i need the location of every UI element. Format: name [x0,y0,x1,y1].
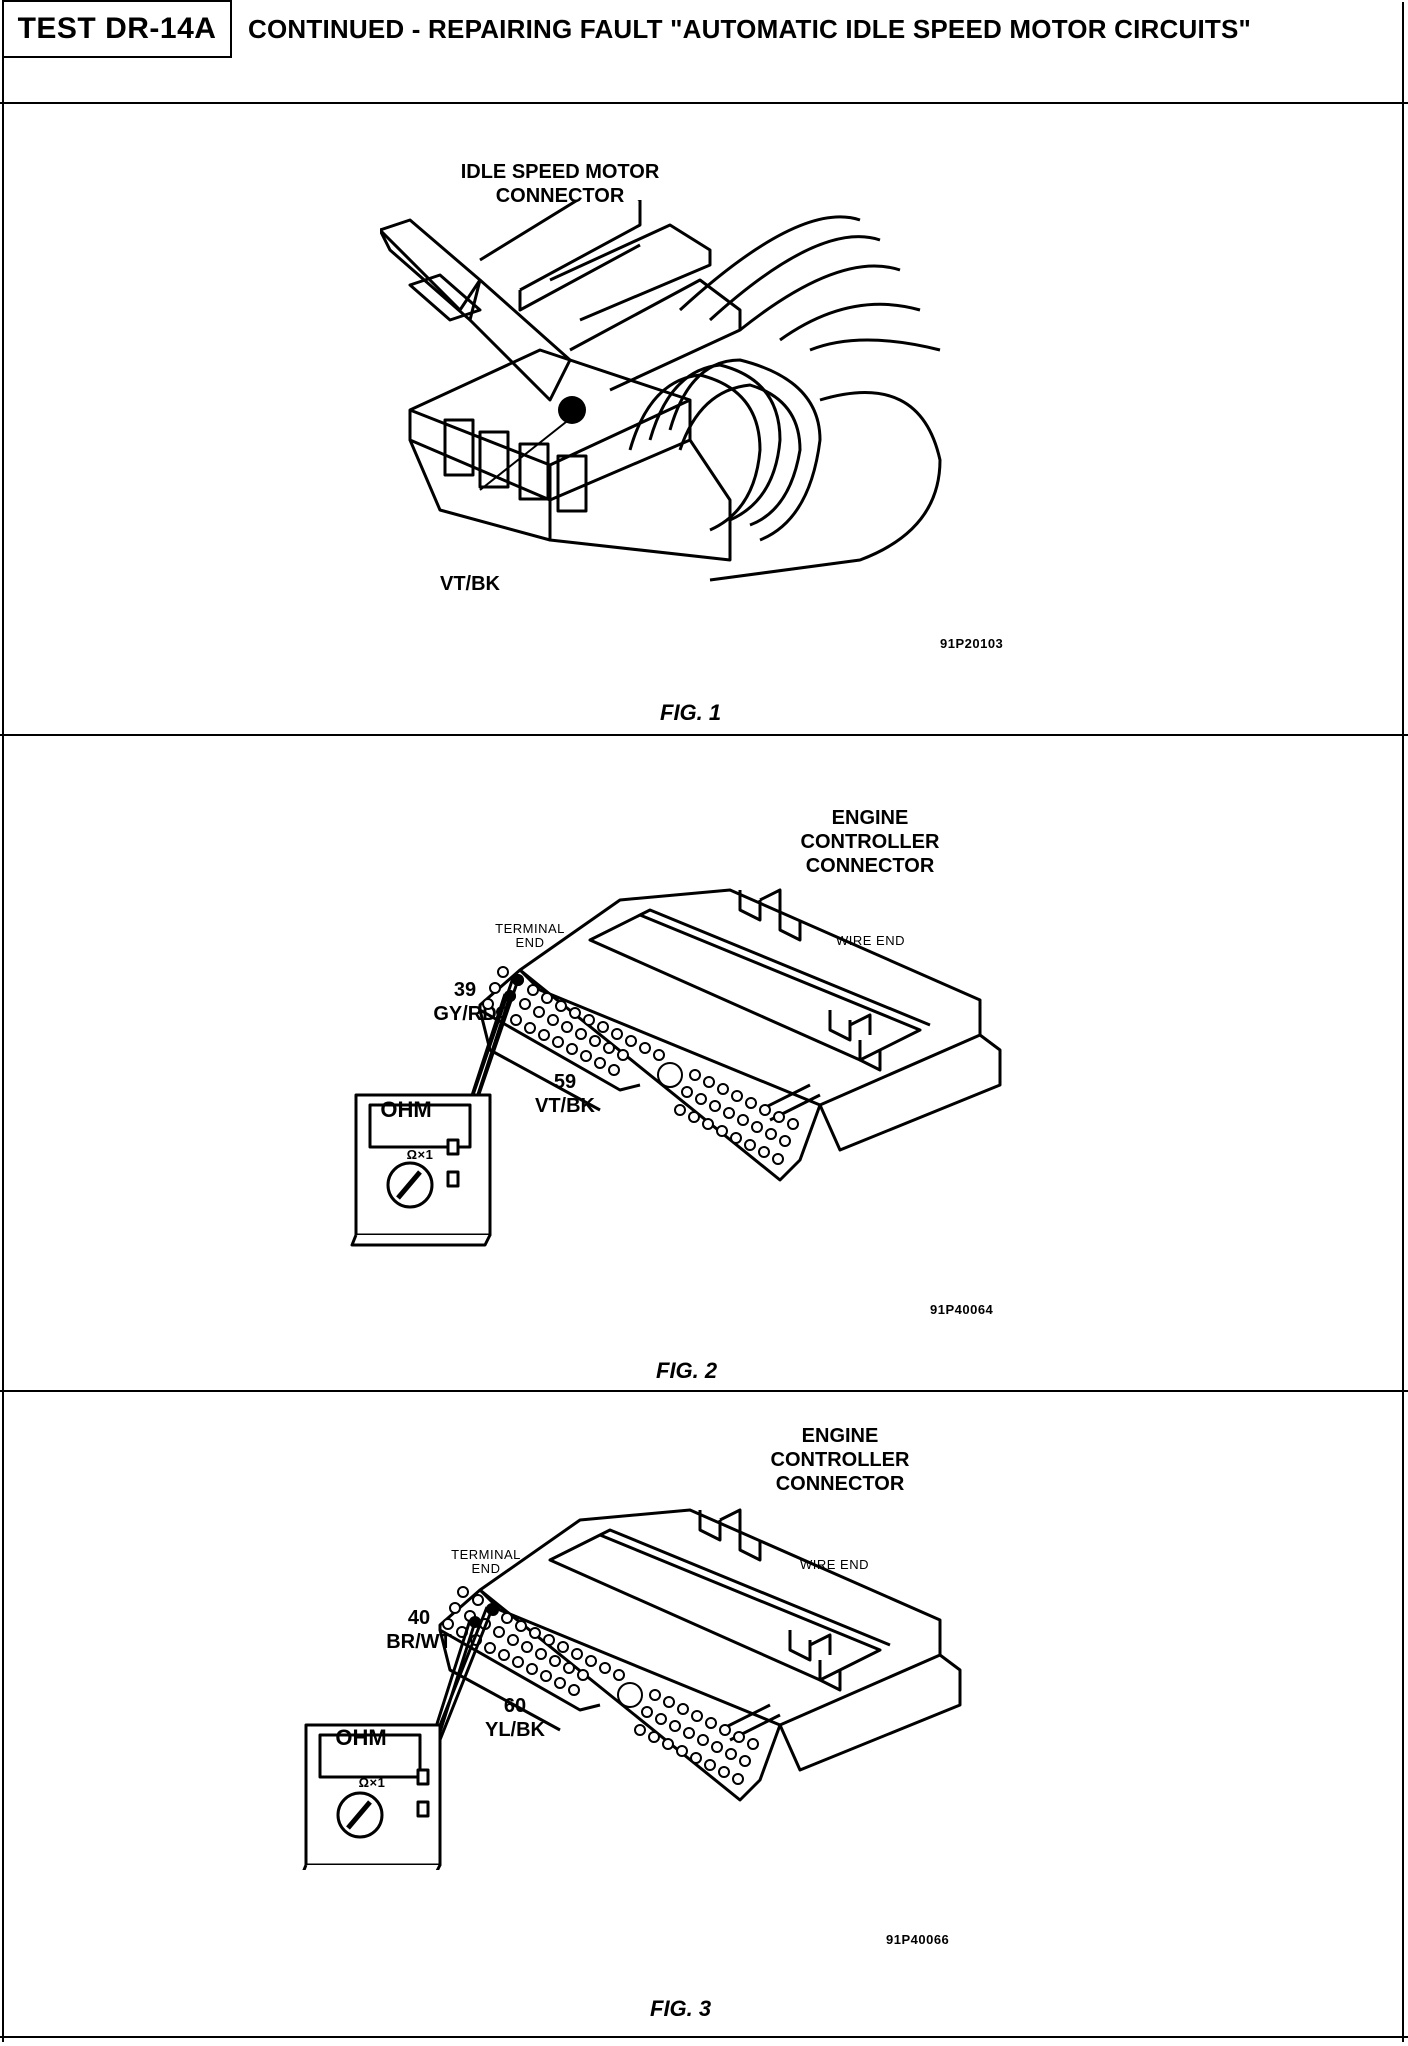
fig3-terminal-end-line2: END [471,1561,501,1576]
fig3-engine-controller-connector-illustration [302,1508,962,1870]
divider-header [0,102,1408,104]
fig1-connector-label: IDLE SPEED MOTOR CONNECTOR [430,160,690,208]
page-title: CONTINUED - REPAIRING FAULT "AUTOMATIC I… [248,14,1252,44]
test-id-box: TEST DR-14A [2,0,232,58]
fig3-connector-label-line1: ENGINE [801,1425,879,1447]
fig2-meter-display: OHM [380,1097,432,1122]
fig3-connector-label-line3: CONNECTOR [775,1473,905,1495]
fig2-connector-label-line3: CONNECTOR [805,855,935,877]
fig1-connector-label-line1: IDLE SPEED MOTOR [460,161,660,183]
fig3-pin-a-label: 40 BR/WT [384,1606,454,1654]
fig2-connector-label: ENGINE CONTROLLER CONNECTOR [770,806,970,878]
fig3-code: 91P40066 [886,1932,950,1947]
fig3-meter-range: Ω×1 [358,1775,386,1790]
fig3-pin-a-color: BR/WT [386,1631,452,1653]
divider-footer [0,2036,1408,2038]
fig3-wire-end-label: WIRE END [800,1557,869,1572]
divider-fig1 [0,734,1408,736]
fig2-meter-range: Ω×1 [406,1147,434,1162]
fig2-terminal-end-line1: TERMINAL [495,921,565,936]
idle-speed-motor-connector-illustration [380,200,942,582]
fig3-connector-label-line2: CONTROLLER [770,1449,910,1471]
fig2-code: 91P40064 [930,1302,994,1317]
divider-fig2 [0,1390,1408,1392]
fig3-meter-display: OHM [335,1725,387,1750]
test-id: TEST DR-14A [17,12,217,45]
fig3-pin-b-color: YL/BK [485,1719,545,1741]
fig3-caption: FIG. 3 [650,1996,712,2021]
fig1-code: 91P20103 [940,636,1004,651]
fig2-connector-label-line2: CONTROLLER [800,831,940,853]
fig2-caption: FIG. 2 [656,1358,718,1383]
fig2-terminal-end-label: TERMINAL END [490,922,570,950]
fig1-wire-label: VT/BK [440,573,500,595]
fig3-terminal-end-line1: TERMINAL [451,1547,521,1562]
fig3-terminal-end-label: TERMINAL END [446,1548,526,1576]
fig3-connector-label: ENGINE CONTROLLER CONNECTOR [740,1424,940,1496]
fig1-connector-label-line2: CONNECTOR [495,185,625,207]
fig1-caption: FIG. 1 [660,700,722,725]
fig2-engine-controller-connector-illustration [350,888,1002,1247]
fig3-pin-a-number: 40 [407,1607,431,1629]
fig2-connector-label-line1: ENGINE [831,807,909,829]
fig2-pin-a-number: 39 [453,979,477,1001]
fig2-terminal-end-line2: END [515,935,545,950]
